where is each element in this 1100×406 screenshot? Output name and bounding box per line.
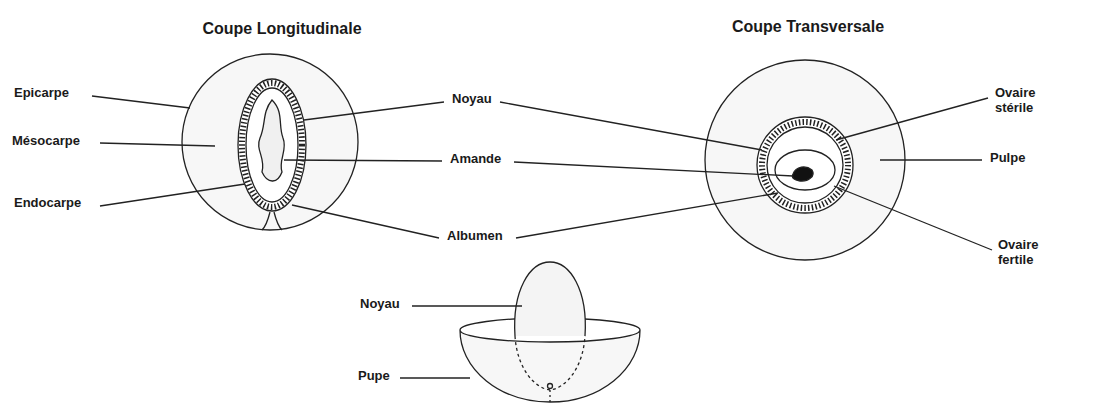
leader-line — [304, 102, 444, 120]
leader-line — [514, 162, 793, 176]
leader-line — [400, 377, 470, 378]
stone-hidden — [515, 336, 585, 390]
leader-line — [284, 160, 442, 161]
section-heading: Coupe Longitudinale — [202, 20, 361, 38]
leader-line — [880, 159, 982, 160]
stone-outline — [238, 79, 306, 211]
part-label: Endocarpe — [14, 196, 81, 211]
epicarp-outline — [182, 54, 358, 230]
stalk-dot — [548, 384, 553, 389]
part-label: Epicarpe — [14, 86, 69, 101]
part-label: Pupe — [358, 369, 390, 384]
leader-line — [834, 186, 992, 250]
almond-blob — [792, 167, 813, 181]
sterile-ovary-ring — [767, 127, 843, 203]
stalk-dash — [549, 390, 550, 405]
fertile-ovary — [775, 150, 835, 190]
leader-line — [412, 305, 522, 306]
almond-shape — [259, 100, 285, 181]
stone-egg — [515, 262, 586, 336]
leader-line — [100, 184, 245, 206]
leader-line — [500, 102, 762, 150]
part-label: Noyau — [360, 297, 400, 312]
leader-line — [100, 143, 215, 146]
stone-ring — [757, 117, 853, 213]
endocarp-hatch — [242, 83, 302, 207]
part-label: Pulpe — [990, 151, 1025, 166]
leader-line — [92, 96, 190, 108]
part-label: Mésocarpe — [12, 134, 80, 149]
leader-line — [516, 193, 778, 238]
part-label: Ovaire fertile — [998, 238, 1060, 268]
pulp-outline — [705, 60, 905, 260]
part-label: Noyau — [452, 92, 492, 107]
part-label: Amande — [450, 152, 501, 167]
stalk-notch — [262, 212, 282, 230]
part-label: Albumen — [447, 229, 503, 244]
part-label: Ovaire stérile — [995, 86, 1057, 116]
albumen-outline — [246, 88, 298, 202]
leader-line — [292, 205, 439, 238]
leader-line — [836, 98, 988, 140]
section-heading: Coupe Transversale — [732, 18, 884, 36]
stone-hatch — [762, 122, 848, 208]
